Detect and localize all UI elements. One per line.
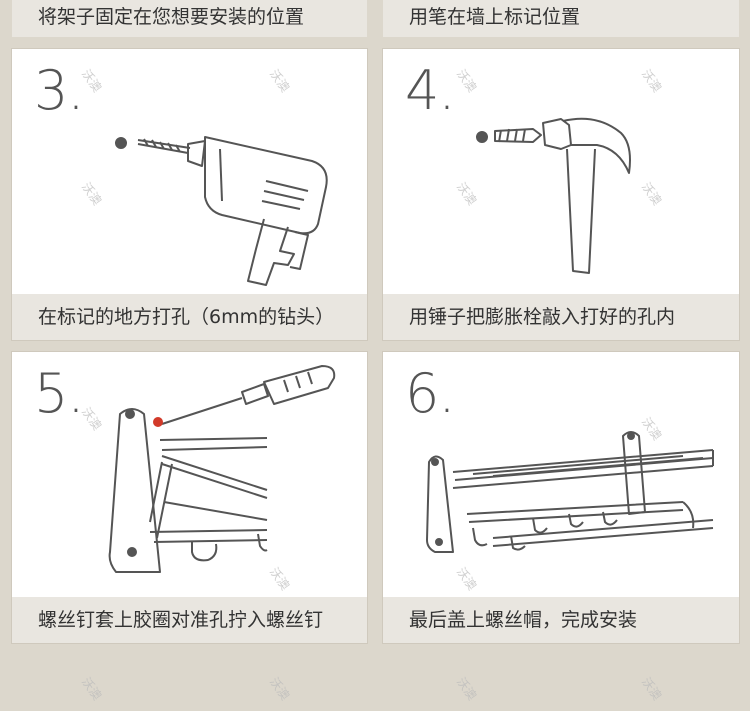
watermark-14: 沃澳: [453, 674, 480, 703]
step-3-illustration: 3.: [12, 49, 367, 294]
watermark-13: 沃澳: [266, 674, 293, 703]
step-6-illustration: 6.: [383, 352, 739, 597]
screwdriver-bracket-icon: [108, 365, 336, 573]
step-3-number: 3.: [34, 59, 85, 122]
top-right-caption: 用笔在墙上标记位置: [383, 0, 739, 37]
step-4-caption: 用锤子把膨胀栓敲入打好的孔内: [383, 294, 739, 340]
watermark-15: 沃澳: [638, 674, 665, 703]
step-5-illustration: 5.: [12, 352, 367, 597]
step-4-card: 4. 用锤子把膨胀栓敲入打好的孔内: [383, 49, 739, 340]
top-left-caption: 将架子固定在您想要安装的位置: [12, 0, 367, 37]
step-3-caption: 在标记的地方打孔（6mm的钻头）: [12, 294, 367, 340]
step-5-number: 5.: [34, 362, 85, 425]
step-3-card: 3. 在标: [12, 49, 367, 340]
hammer-icon: [476, 117, 631, 274]
step-5-caption: 螺丝钉套上胶圈对准孔拧入螺丝钉: [12, 597, 367, 643]
step-4-number: 4.: [405, 59, 456, 122]
step-4-illustration: 4.: [383, 49, 739, 294]
installed-rack-icon: [426, 431, 714, 553]
step-6-number: 6.: [405, 362, 456, 425]
drill-icon: [115, 136, 328, 286]
screw-head-accent: [153, 417, 163, 427]
step-6-card: 6.: [383, 352, 739, 643]
watermark-12: 沃澳: [78, 674, 105, 703]
step-6-caption: 最后盖上螺丝帽，完成安装: [383, 597, 739, 643]
step-5-card: 5.: [12, 352, 367, 643]
